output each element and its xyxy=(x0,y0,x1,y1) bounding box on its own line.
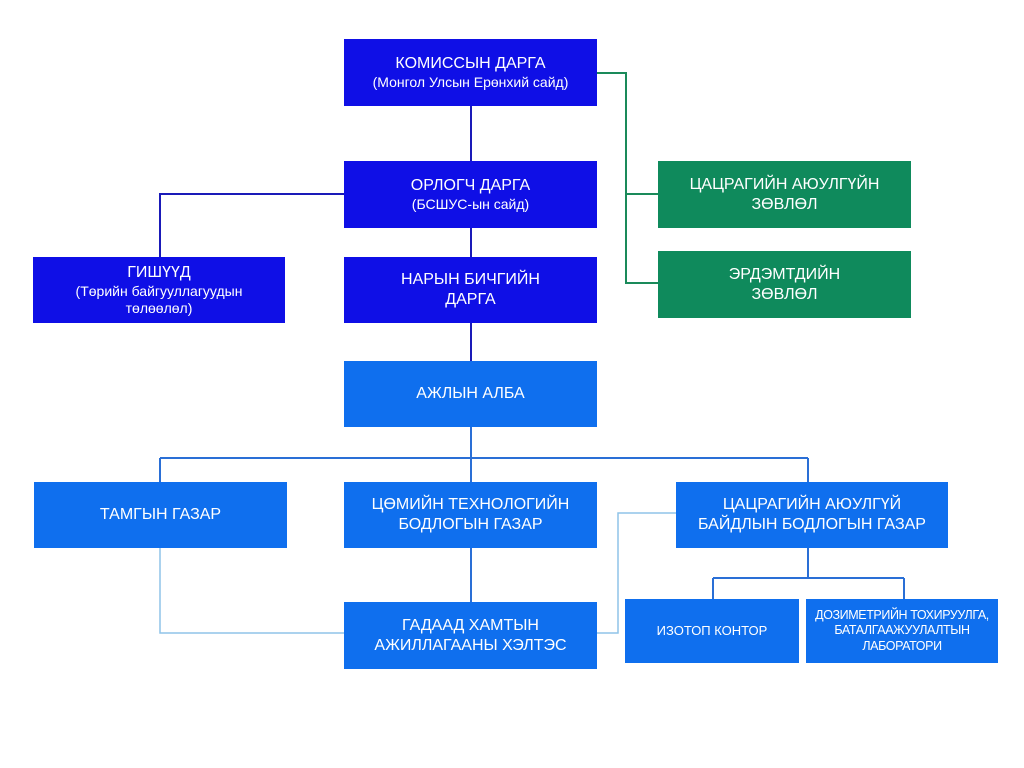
radiation-safety-box: ЦАЦРАГИЙН АЮУЛГҮЙ БАЙДЛЫН БОДЛОГЫН ГАЗАР xyxy=(676,482,948,548)
radiation-council-line1: ЦАЦРАГИЙН АЮУЛГҮЙН xyxy=(689,175,880,193)
radiation-council-box: ЦАЦРАГИЙН АЮУЛГҮЙН ЗӨВЛӨЛ xyxy=(658,161,911,228)
members-subtitle-line2: төлөөлөл) xyxy=(125,300,193,316)
science-council-line2: ЗӨВЛӨЛ xyxy=(751,285,818,303)
secretary-line2: ДАРГА xyxy=(445,291,496,308)
members-box: ГИШҮҮД (Төрийн байгууллагуудын төлөөлөл) xyxy=(33,257,285,323)
dosimetry-box: ДОЗИМЕТРИЙН ТОХИРУУЛГА, БАТАЛГААЖУУЛАЛТЫ… xyxy=(806,599,998,663)
radiation-council-line2: ЗӨВЛӨЛ xyxy=(751,195,818,213)
chairman-box: КОМИССЫН ДАРГА (Монгол Улсын Ерөнхий сай… xyxy=(344,39,597,106)
chairman-title: КОМИССЫН ДАРГА xyxy=(395,54,546,72)
office-box: АЖЛЫН АЛБА xyxy=(344,361,597,427)
deputy-subtitle: (БСШУС-ын сайд) xyxy=(411,195,530,212)
dosimetry-line3: ЛАБОРАТОРИ xyxy=(862,638,942,653)
secretary-box: НАРЫН БИЧГИЙН ДАРГА xyxy=(344,257,597,323)
deputy-box: ОРЛОГЧ ДАРГА (БСШУС-ын сайд) xyxy=(344,161,597,228)
line-deputy-members xyxy=(159,193,344,257)
dosimetry-line2: БАТАЛГААЖУУЛАЛТЫН xyxy=(834,623,970,638)
deputy-title: ОРЛОГЧ ДАРГА xyxy=(410,176,531,194)
dosimetry-line1: ДОЗИМЕТРИЙН ТОХИРУУЛГА, xyxy=(815,607,989,622)
foreign-coop-line1: ГАДААД ХАМТЫН xyxy=(402,616,539,634)
isotope-box: ИЗОТОП КОНТОР xyxy=(625,599,799,663)
office-title: АЖЛЫН АЛБА xyxy=(416,385,525,402)
nuclear-tech-box: ЦӨМИЙН ТЕХНОЛОГИЙН БОДЛОГЫН ГАЗАР xyxy=(344,482,597,548)
secretary-line1: НАРЫН БИЧГИЙН xyxy=(401,271,540,288)
nuclear-tech-line2: БОДЛОГЫН ГАЗАР xyxy=(398,516,543,533)
isotope-title: ИЗОТОП КОНТОР xyxy=(656,622,768,638)
foreign-coop-line2: АЖИЛЛАГААНЫ ХЭЛТЭС xyxy=(374,636,567,654)
science-council-line1: ЭРДЭМТДИЙН xyxy=(728,265,841,283)
members-subtitle-line1: (Төрийн байгууллагуудын xyxy=(75,282,243,299)
line-radiation-foreign xyxy=(597,512,676,634)
secretariat-title: ТАМГЫН ГАЗАР xyxy=(99,506,222,523)
chairman-subtitle: (Монгол Улсын Ерөнхий сайд) xyxy=(372,73,569,90)
nuclear-tech-line1: ЦӨМИЙН ТЕХНОЛОГИЙН xyxy=(371,496,570,513)
secretariat-box: ТАМГЫН ГАЗАР xyxy=(34,482,287,548)
members-title: ГИШҮҮД xyxy=(127,263,191,281)
radiation-safety-line1: ЦАЦРАГИЙН АЮУЛГҮЙ xyxy=(722,496,902,513)
foreign-coop-box: ГАДААД ХАМТЫН АЖИЛЛАГААНЫ ХЭЛТЭС xyxy=(344,602,597,669)
line-chairman-councils xyxy=(597,72,658,284)
radiation-safety-line2: БАЙДЛЫН БОДЛОГЫН ГАЗАР xyxy=(698,516,926,533)
line-secretariat-foreign xyxy=(159,548,344,634)
science-council-box: ЭРДЭМТДИЙН ЗӨВЛӨЛ xyxy=(658,251,911,318)
